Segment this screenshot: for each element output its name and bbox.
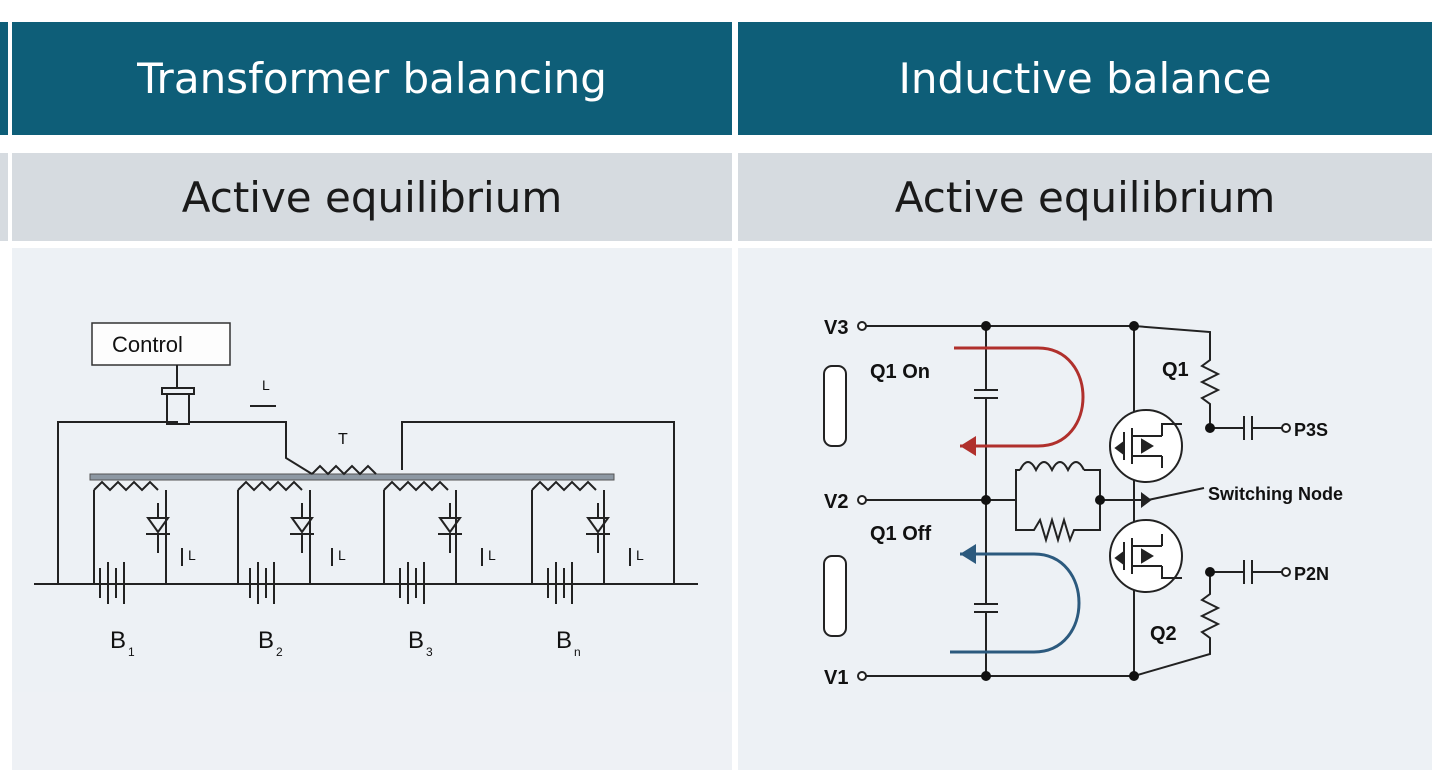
diode-3 [438, 503, 462, 553]
q1-on-arrowhead [960, 436, 976, 456]
cell-subscript-2: 2 [276, 645, 283, 659]
battery-cell-upper [823, 365, 847, 447]
cell-label-1: B [110, 627, 126, 654]
coil-label-4: L [636, 547, 644, 563]
q2-label: Q2 [1150, 623, 1177, 645]
v3-label: V3 [824, 317, 848, 339]
diode-1 [146, 503, 170, 553]
switching-node-label: Switching Node [1208, 484, 1343, 504]
control-box [91, 322, 231, 366]
cell-label-4: B [556, 627, 572, 654]
diode-2 [290, 503, 314, 553]
q1-off-arrowhead [960, 544, 976, 564]
control-label: Control [112, 332, 183, 357]
column-subheader: Active equilibrium [738, 153, 1432, 241]
diagram-cell: Control T L L L L L B 1 B 2 B 3 B n [12, 248, 732, 770]
q1-label: Q1 [1162, 359, 1189, 381]
q1-off-label: Q1 Off [870, 523, 931, 545]
battery-cell-1 [99, 562, 125, 604]
transformer-balancing-diagram: Control T L L L L L B 1 B 2 B 3 B n [34, 322, 698, 659]
diode-4 [586, 503, 610, 553]
diagram-cell: V3 V2 V1 Q1 On Q1 Off Q1 Q2 P3S P2N Swit… [738, 248, 1432, 770]
q1-on-current-arrow [954, 346, 1085, 448]
battery-cell-lower [823, 555, 847, 637]
column-header: Inductive balance [738, 22, 1432, 135]
p3s-label: P3S [1294, 420, 1328, 440]
cell-subscript-3: 3 [426, 645, 433, 659]
coil-label-2: L [338, 547, 346, 563]
cell-label-3: B [408, 627, 424, 654]
transformer-core [89, 473, 615, 481]
battery-cell-4 [547, 562, 573, 604]
q1-off-current-arrow [950, 552, 1081, 654]
v2-label: V2 [824, 491, 848, 513]
column-subheader: Active equilibrium [12, 153, 732, 241]
p2n-label: P2N [1294, 564, 1329, 584]
top-inductor-label: L [262, 377, 270, 393]
battery-cell-3 [399, 562, 425, 604]
edge-subheader-strip [0, 153, 8, 241]
q1-on-label: Q1 On [870, 361, 930, 383]
coil-label-3: L [488, 547, 496, 563]
cell-subscript-4: n [574, 645, 581, 659]
cell-subscript-1: 1 [128, 645, 135, 659]
column-header: Transformer balancing [12, 22, 732, 135]
edge-header-strip [0, 22, 8, 135]
transformer-label: T [338, 431, 348, 448]
cell-label-2: B [258, 627, 274, 654]
v1-label: V1 [824, 667, 848, 689]
inductive-balance-diagram: V3 V2 V1 Q1 On Q1 Off Q1 Q2 P3S P2N Swit… [823, 317, 1343, 689]
coil-label-1: L [188, 547, 196, 563]
battery-cell-2 [249, 562, 275, 604]
